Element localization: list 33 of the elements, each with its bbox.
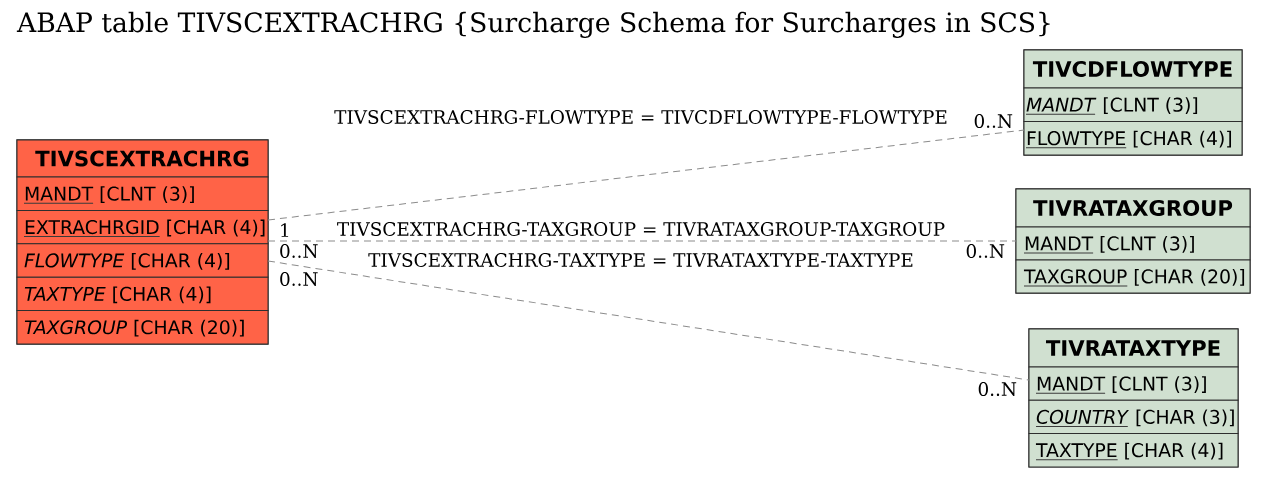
field-row: COUNTRY [CHAR (3)] [1028, 399, 1239, 435]
entity-table [1015, 188, 1251, 294]
table-name-header: TIVSCEXTRACHRG [16, 139, 269, 178]
field-row: FLOWTYPE [CHAR (4)] [1023, 121, 1243, 156]
table-name-header: TIVRATAXTYPE [1028, 328, 1239, 368]
field-row: MANDT [CLNT (3)] [1028, 366, 1239, 401]
cardinality-label: 0..N [280, 244, 318, 258]
entity-table [1028, 328, 1239, 468]
field-row: TAXGROUP [CHAR (20)] [16, 310, 269, 345]
cardinality-label: 0..N [978, 382, 1017, 396]
cardinality-label: 0..N [280, 272, 318, 286]
edge-label: TIVSCEXTRACHRG-TAXGROUP = TIVRATAXGROUP-TAXGROUP [335, 221, 947, 237]
field-row: MANDT [CLNT (3)] [1023, 87, 1243, 122]
field-row: TAXTYPE [CHAR (4)] [1028, 433, 1239, 468]
table-name-header: TIVCDFLOWTYPE [1023, 49, 1243, 89]
edge-label: TIVSCEXTRACHRG-FLOWTYPE = TIVCDFLOWTYPE-FLOWTYPE [333, 109, 949, 125]
entity-table [1023, 49, 1243, 156]
cardinality-label: 0..N [966, 244, 1005, 258]
relationship-line [267, 260, 1030, 381]
entity-table [16, 139, 269, 345]
field-row: EXTRACHRGID [CHAR (4)] [16, 209, 269, 245]
field-row: TAXTYPE [CHAR (4)] [16, 276, 269, 312]
relationship-line [267, 129, 1025, 221]
field-row: MANDT [CLNT (3)] [16, 176, 269, 211]
field-row: TAXGROUP [CHAR (20)] [1015, 259, 1251, 294]
table-name-header: TIVRATAXGROUP [1015, 188, 1251, 228]
field-row: FLOWTYPE [CHAR (4)] [16, 243, 269, 278]
diagram-title: ABAP table TIVSCEXTRACHRG {Surcharge Schema for Surcharges in SCS} [16, 11, 1050, 38]
cardinality-label: 0..N [974, 114, 1013, 128]
field-row: MANDT [CLNT (3)] [1015, 226, 1251, 261]
relationship-line [267, 240, 1017, 242]
cardinality-label: 1 [281, 223, 289, 237]
edge-label: TIVSCEXTRACHRG-TAXTYPE = TIVRATAXTYPE-TAXTYPE [367, 252, 915, 268]
